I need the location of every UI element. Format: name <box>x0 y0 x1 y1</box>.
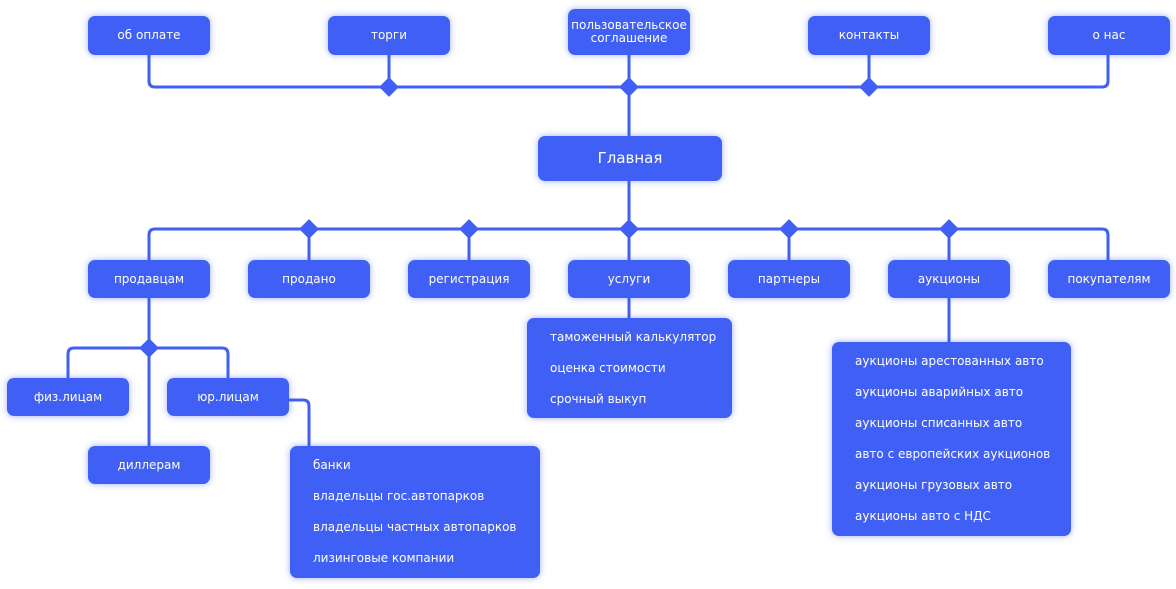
node-sold[interactable]: продано <box>248 260 370 298</box>
services-list: таможенный калькулятор оценка стоимости … <box>527 318 732 418</box>
list-item-auction-european[interactable]: авто с европейских аукционов <box>855 447 1051 461</box>
legal-entities-list: банки владельцы гос.автопарков владельцы… <box>290 446 540 578</box>
list-item-private-fleets[interactable]: владельцы частных автопарков <box>313 520 517 534</box>
node-user-agreement[interactable]: пользовательское соглашение <box>568 9 690 55</box>
junction-diamonds <box>139 77 959 358</box>
node-buyers[interactable]: покупателям <box>1048 260 1170 298</box>
list-item-auction-vat[interactable]: аукционы авто с НДС <box>855 509 991 523</box>
node-registration[interactable]: регистрация <box>408 260 530 298</box>
auctions-list: аукционы арестованных авто аукционы авар… <box>832 342 1071 536</box>
list-item-auction-arrested[interactable]: аукционы арестованных авто <box>855 354 1044 368</box>
list-item-state-fleets[interactable]: владельцы гос.автопарков <box>313 489 485 503</box>
list-item-customs-calculator[interactable]: таможенный калькулятор <box>550 330 717 344</box>
node-partners[interactable]: партнеры <box>728 260 850 298</box>
node-payment[interactable]: об оплате <box>88 16 210 55</box>
list-item-auction-trucks[interactable]: аукционы грузовых авто <box>855 478 1013 492</box>
node-about[interactable]: о нас <box>1048 16 1170 55</box>
node-legal-entities[interactable]: юр.лицам <box>167 378 289 416</box>
node-auctions[interactable]: аукционы <box>888 260 1010 298</box>
node-sellers[interactable]: продавцам <box>88 260 210 298</box>
list-item-quick-buyout[interactable]: срочный выкуп <box>550 392 647 406</box>
node-contacts[interactable]: контакты <box>808 16 930 55</box>
node-dealers[interactable]: диллерам <box>88 446 210 484</box>
list-item-valuation[interactable]: оценка стоимости <box>550 361 666 375</box>
node-auctions-bidding[interactable]: торги <box>328 16 450 55</box>
node-individuals[interactable]: физ.лицам <box>7 378 129 416</box>
list-item-auction-decommissioned[interactable]: аукционы списанных авто <box>855 416 1023 430</box>
list-item-leasing[interactable]: лизинговые компании <box>313 551 455 565</box>
list-item-banks[interactable]: банки <box>313 458 351 472</box>
node-home[interactable]: Главная <box>538 136 722 181</box>
node-services[interactable]: услуги <box>568 260 690 298</box>
list-item-auction-damaged[interactable]: аукционы аварийных авто <box>855 385 1024 399</box>
